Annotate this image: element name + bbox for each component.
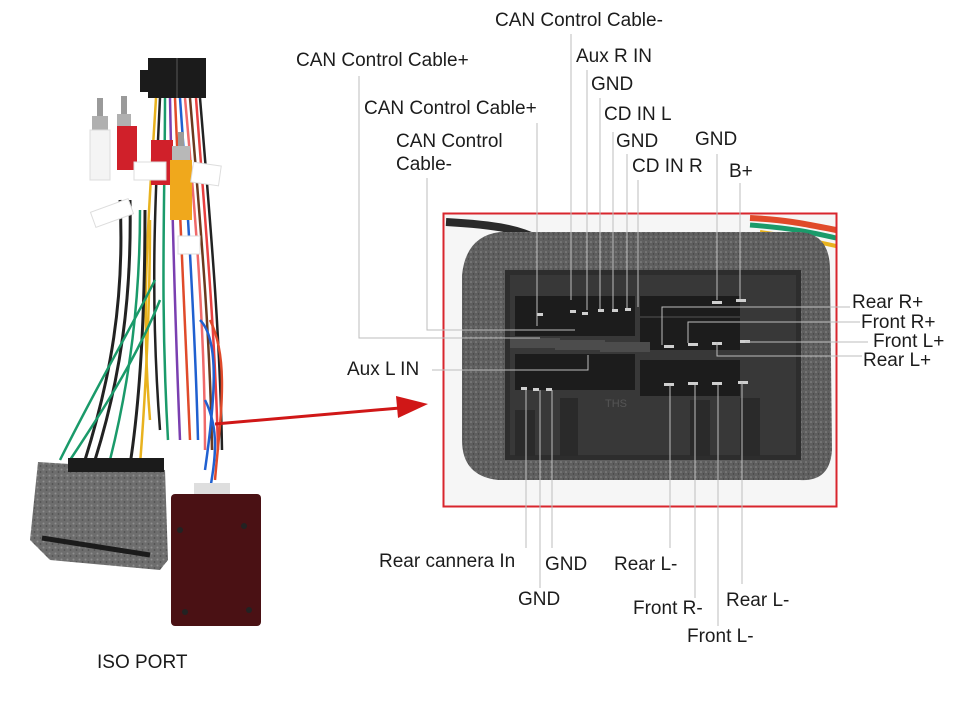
wiring-harness [30,58,261,626]
wire-bundle [58,97,224,491]
wire-tag [177,235,201,255]
wire-tag [190,161,222,187]
housing-marking: THS [605,398,627,410]
connector-closeup: THS [442,212,838,508]
leader-lines [358,34,868,626]
module-connector [194,483,230,497]
label-front-l-plus: Front L+ [873,331,945,352]
label-gnd-2: GND [616,131,659,152]
label-rear-l-minus-1: Rear L- [614,554,678,575]
label-can-control-cable-minus-2-line2: Cable- [396,154,452,175]
label-front-r-minus: Front R- [633,598,703,619]
iso-port-caption: ISO PORT [97,652,188,673]
wire-tag [133,161,167,181]
can-decoder-module [171,494,261,626]
rca-plug-red-1 [117,96,137,170]
label-front-l-minus: Front L- [687,626,754,647]
rca-plug-yellow [170,132,192,220]
label-rear-camera-in: Rear cannera In [379,551,516,572]
label-gnd-1: GND [591,74,634,95]
label-cd-in-r: CD IN R [632,156,703,177]
label-can-control-cable-plus-2: CAN Control Cable+ [364,98,537,119]
label-rear-l-minus-2: Rear L- [726,590,790,611]
wire-tag [89,198,135,228]
label-can-control-cable-minus-2-line1: CAN Control [396,131,503,152]
label-gnd-4: GND [545,554,588,575]
label-gnd-5: GND [518,589,561,610]
highlight-frame [442,212,838,508]
label-aux-r-in: Aux R IN [576,46,653,67]
rca-plug-white [89,98,111,181]
label-gnd-3: GND [695,129,738,150]
label-aux-l-in: Aux L IN [347,359,420,380]
label-front-r-plus: Front R+ [861,312,936,333]
label-b-plus: B+ [729,161,753,182]
label-rear-l-plus: Rear L+ [863,350,932,371]
label-can-control-cable-minus-top: CAN Control Cable- [495,10,663,31]
label-cd-in-l: CD IN L [604,104,672,125]
label-can-control-cable-plus-top: CAN Control Cable+ [296,50,469,71]
pointer-arrow [214,396,428,426]
label-rear-r-plus: Rear R+ [852,292,924,313]
